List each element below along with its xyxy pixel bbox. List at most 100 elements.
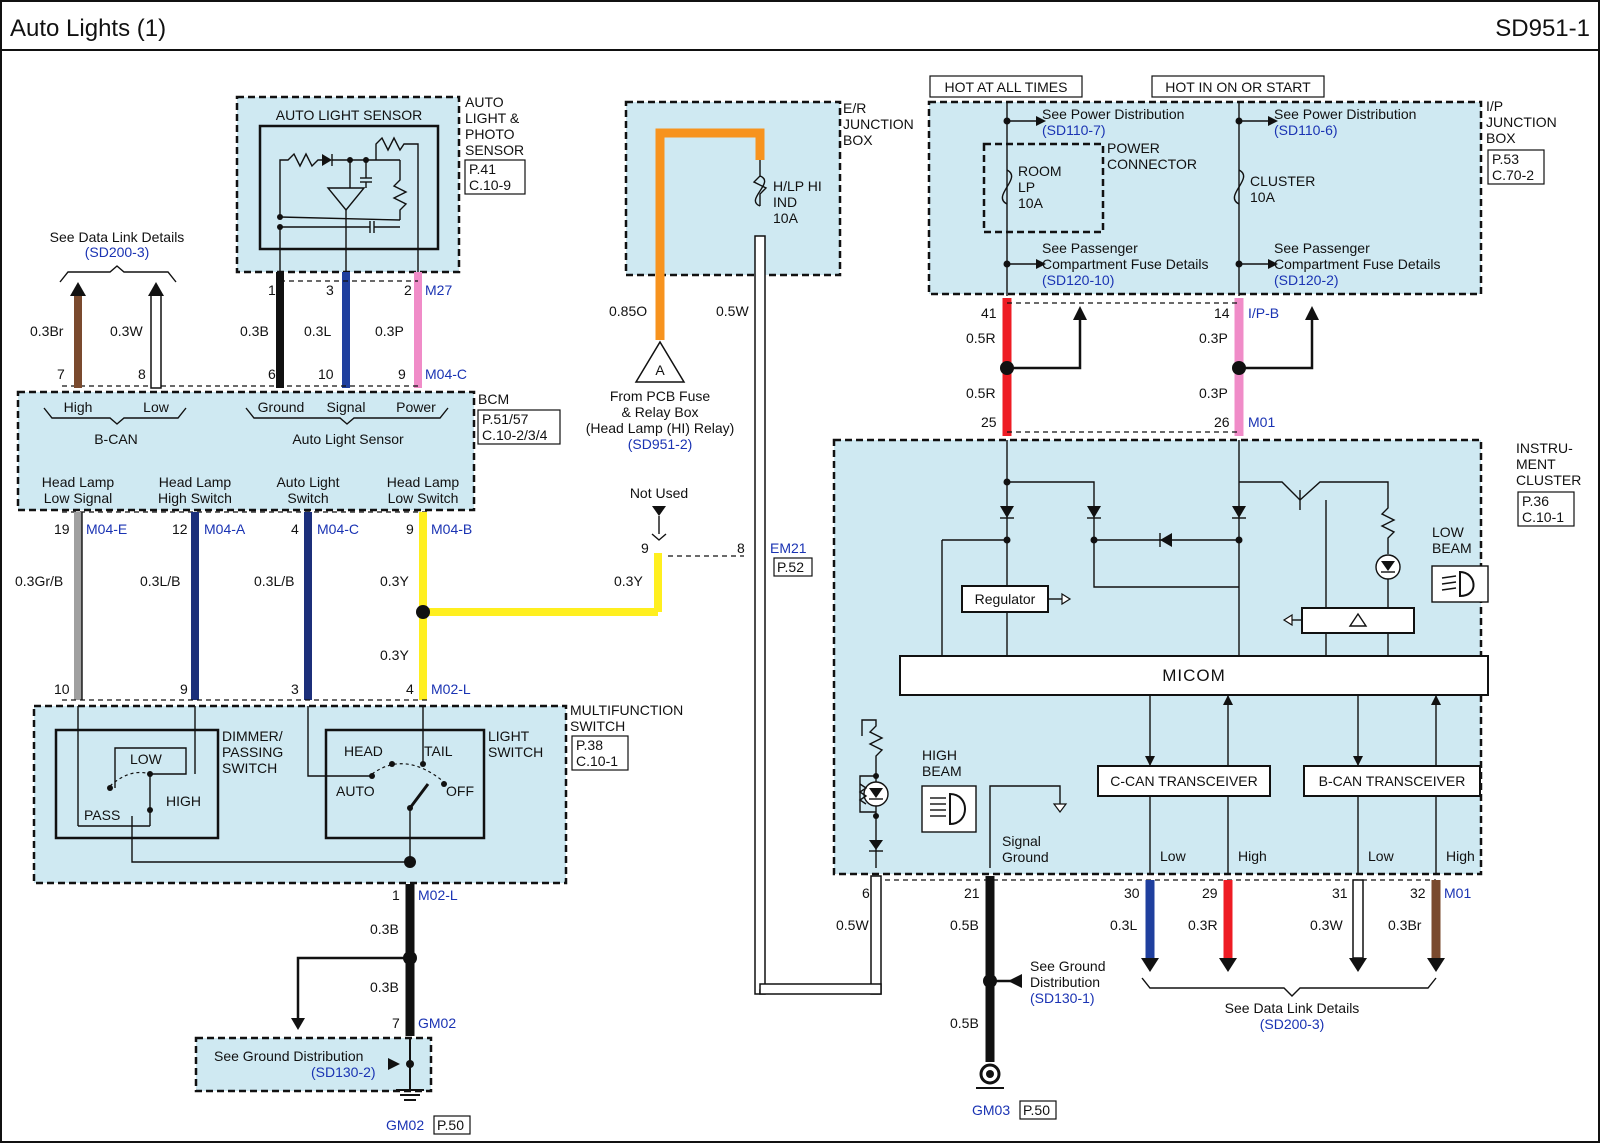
- hot-at-all-times-box: [929, 75, 1083, 98]
- micom-label: MICOM: [1162, 666, 1226, 685]
- bcm-hl-high-switch-2: High Switch: [158, 490, 232, 506]
- bcm-ref-conn: C.10-2/3/4: [482, 427, 548, 443]
- not-used-arrow: [652, 506, 666, 516]
- not-used-pin-mark: [651, 533, 667, 541]
- connector-m01-top: M01: [1248, 414, 1275, 430]
- mf-ref-conn: C.10-1: [576, 753, 618, 769]
- sd130-1: (SD130-1): [1030, 990, 1095, 1006]
- multifunction-label-1: MULTIFUNCTION: [570, 702, 683, 718]
- splice-yellow: [416, 605, 430, 619]
- bcm-bcan-label: B-CAN: [94, 431, 138, 447]
- bcm-box: [16, 390, 476, 512]
- connector-m04a: M04-A: [204, 521, 246, 537]
- wire-label-03b-mf2: 0.3B: [370, 979, 399, 995]
- wire-label-03w: 0.3W: [110, 323, 143, 339]
- bcan-brace: [43, 407, 187, 425]
- room-lp-2: LP: [1018, 179, 1035, 195]
- dimmer-label-1: DIMMER/: [222, 728, 283, 744]
- delta-block: [1301, 607, 1415, 634]
- em21-ref-box: [773, 557, 813, 577]
- pin-m9: 9: [180, 681, 188, 697]
- from-pcb-2: & Relay Box: [621, 404, 698, 420]
- wire-label-05b: 0.5B: [950, 917, 979, 933]
- signal-ground-line: [989, 785, 1061, 868]
- wire-label-05w: 0.5W: [716, 303, 749, 319]
- cluster-ref-page: P.36: [1522, 493, 1549, 509]
- see-passenger-right-2: Compartment Fuse Details: [1274, 256, 1441, 272]
- wire-label-05b2: 0.5B: [950, 1015, 979, 1031]
- not-used-label: Not Used: [630, 485, 688, 501]
- connector-m27: M27: [425, 282, 452, 298]
- gm02-splice: [406, 1060, 414, 1068]
- pin-ic29: 29: [1202, 885, 1218, 901]
- see-ground-1: See Ground: [1030, 958, 1106, 974]
- hlp-fuse-label-2: IND: [773, 194, 797, 210]
- low-beam-ray-2: [1441, 581, 1457, 585]
- sensor-ref-conn: C.10-9: [469, 177, 511, 193]
- connector-gm02-top: GM02: [418, 1015, 456, 1031]
- als-brace: [245, 407, 449, 425]
- bcm-pin-signal: Signal: [327, 399, 366, 415]
- pin-b19: 19: [54, 521, 70, 537]
- sw-off: OFF: [446, 783, 474, 799]
- sw-tail: TAIL: [424, 743, 453, 759]
- diagram-code: SD951-1: [1495, 15, 1590, 42]
- pin-ic30: 30: [1124, 885, 1140, 901]
- wire-05w-bridge: [759, 983, 882, 995]
- ccan-transceiver-label: C-CAN TRANSCEIVER: [1110, 773, 1258, 789]
- data-link-right-ref: (SD200-3): [1260, 1016, 1325, 1032]
- bcm-label: BCM: [478, 391, 509, 407]
- auto-light-photo-sensor-box: [235, 95, 461, 274]
- regulator-label: Regulator: [975, 591, 1036, 607]
- high-beam-circuit: [858, 719, 889, 868]
- photo-sensor-label-2: LIGHT &: [465, 110, 520, 126]
- sensor-ref-box: [464, 159, 526, 195]
- data-link-left-ref: (SD200-3): [85, 244, 150, 260]
- wire-label-05w-ic: 0.5W: [836, 917, 869, 933]
- wire-label-03l: 0.3L: [304, 323, 331, 339]
- ccan-transceiver: [1097, 765, 1271, 797]
- ic-bcan-low: Low: [1368, 848, 1395, 864]
- wire-label-05r2: 0.5R: [966, 385, 996, 401]
- gm03-ref: P.50: [1023, 1102, 1050, 1118]
- ip-left-top-arrow: [1036, 116, 1046, 126]
- sensor-ref-page: P.41: [469, 161, 496, 177]
- er-junction-1: E/R: [843, 100, 866, 116]
- sw-low: LOW: [130, 751, 163, 767]
- micom-bcan-2-arrow: [1431, 695, 1441, 705]
- bcm-pin-power: Power: [396, 399, 436, 415]
- wire-label-03y: 0.3Y: [380, 573, 409, 589]
- ic-bcan-high: High: [1446, 848, 1475, 864]
- power-connector-box: [982, 142, 1105, 234]
- er-junction-2: JUNCTION: [843, 116, 914, 132]
- ground-branch-arrow: [1008, 974, 1022, 988]
- micom-bcan-1-arrow: [1353, 756, 1363, 766]
- sd130-2: (SD130-2): [311, 1064, 376, 1080]
- multifunction-switch-box: [32, 704, 568, 885]
- wire-085o: [655, 128, 765, 340]
- pin-g7: 7: [392, 1015, 400, 1031]
- ip-junction-1: I/P: [1486, 98, 1503, 114]
- pin-m10: 10: [54, 681, 70, 697]
- er-junction-3: BOX: [843, 132, 873, 148]
- delta-symbol: [1348, 612, 1368, 627]
- see-power-dist-right: See Power Distribution: [1274, 106, 1416, 122]
- room-lp-3: 10A: [1018, 195, 1044, 211]
- connector-m04e: M04-E: [86, 521, 127, 537]
- pin-b9b: 9: [406, 521, 414, 537]
- low-beam-ray-1: [1441, 575, 1457, 579]
- wire-label-03grb: 0.3Gr/B: [15, 573, 63, 589]
- wire-bcan-low: [150, 293, 162, 389]
- wire-label-03lb2: 0.3L/B: [254, 573, 294, 589]
- bcm-hl-low-signal-1: Head Lamp: [42, 474, 115, 490]
- low-beam-label-2: BEAM: [1432, 540, 1472, 556]
- cluster-label-2: MENT: [1516, 456, 1556, 472]
- from-pcb-3: (Head Lamp (HI) Relay): [586, 420, 735, 436]
- photo-sensor-label-3: PHOTO: [465, 126, 515, 142]
- ip-left-bottom-arrow: [1036, 259, 1046, 269]
- sw-pass: PASS: [84, 807, 120, 823]
- cluster-label-1: INSTRU-: [1516, 440, 1573, 456]
- see-passenger-left-2: Compartment Fuse Details: [1042, 256, 1209, 272]
- bcm-ref-page: P.51/57: [482, 411, 529, 427]
- wire-03w-ic: [1352, 879, 1364, 959]
